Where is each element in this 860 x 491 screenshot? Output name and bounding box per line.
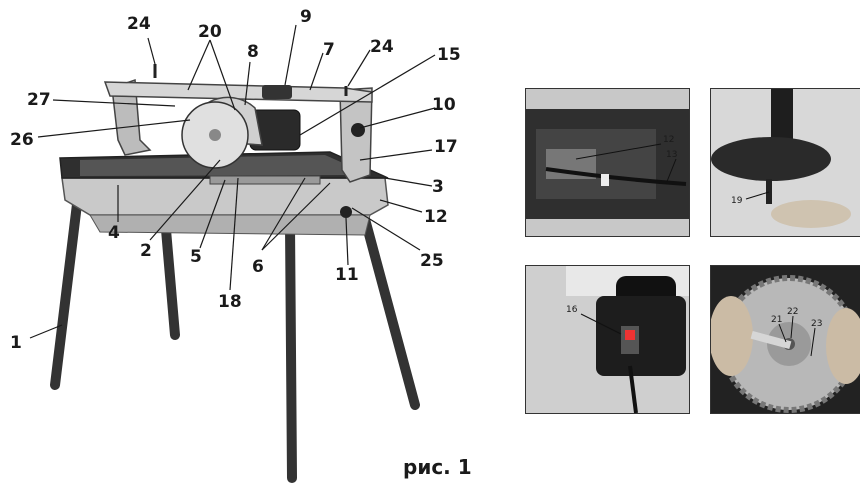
knob-11 [340,206,352,218]
guide-rail [209,175,321,185]
saw-column-left [111,78,152,156]
callout-26: 26 [10,130,34,150]
callout-25: 25 [420,251,444,271]
callout-15: 15 [437,45,461,65]
callout-8: 8 [247,42,259,62]
photo4-callout-23: 23 [811,319,822,329]
callout-17: 17 [434,137,458,157]
callout-20: 20 [198,22,222,42]
callout-24a: 24 [127,14,151,34]
callout-11: 11 [335,265,359,285]
callout-1: 1 [10,333,22,353]
callout-7: 7 [323,40,335,60]
photo1-callout-13: 13 [666,150,677,160]
photo-water-tube: 12 13 [525,88,690,237]
stand-legs [50,191,420,483]
figure-caption: рис. 1 [403,455,472,479]
callout-12: 12 [424,207,448,227]
tile-saw-diagram: 24 20 9 8 7 24 15 27 10 26 17 3 4 12 2 5… [10,7,461,483]
callout-3: 3 [432,177,444,197]
callout-24b: 24 [370,37,394,57]
callout-10: 10 [432,95,456,115]
callout-18: 18 [218,292,242,312]
photo1-callout-12: 12 [663,135,674,145]
top-rail [103,81,373,103]
callout-9: 9 [300,7,312,27]
photo4-callout-21: 21 [771,315,782,325]
callout-6: 6 [252,257,264,277]
callout-2: 2 [140,241,152,261]
photo-power-switch: 16 [525,265,690,414]
photo-wrench-blade-guard: 19 [710,88,860,237]
photo-blade-removal: 21 22 23 [710,265,860,414]
photo3-callout-16: 16 [566,305,578,315]
callout-4: 4 [108,223,120,243]
callout-5: 5 [190,247,202,267]
callout-27: 27 [27,90,51,110]
photo2-callout-19: 19 [731,196,743,206]
photo4-callout-22: 22 [787,307,798,317]
leader-lines [29,24,436,339]
knob-10 [351,123,365,137]
